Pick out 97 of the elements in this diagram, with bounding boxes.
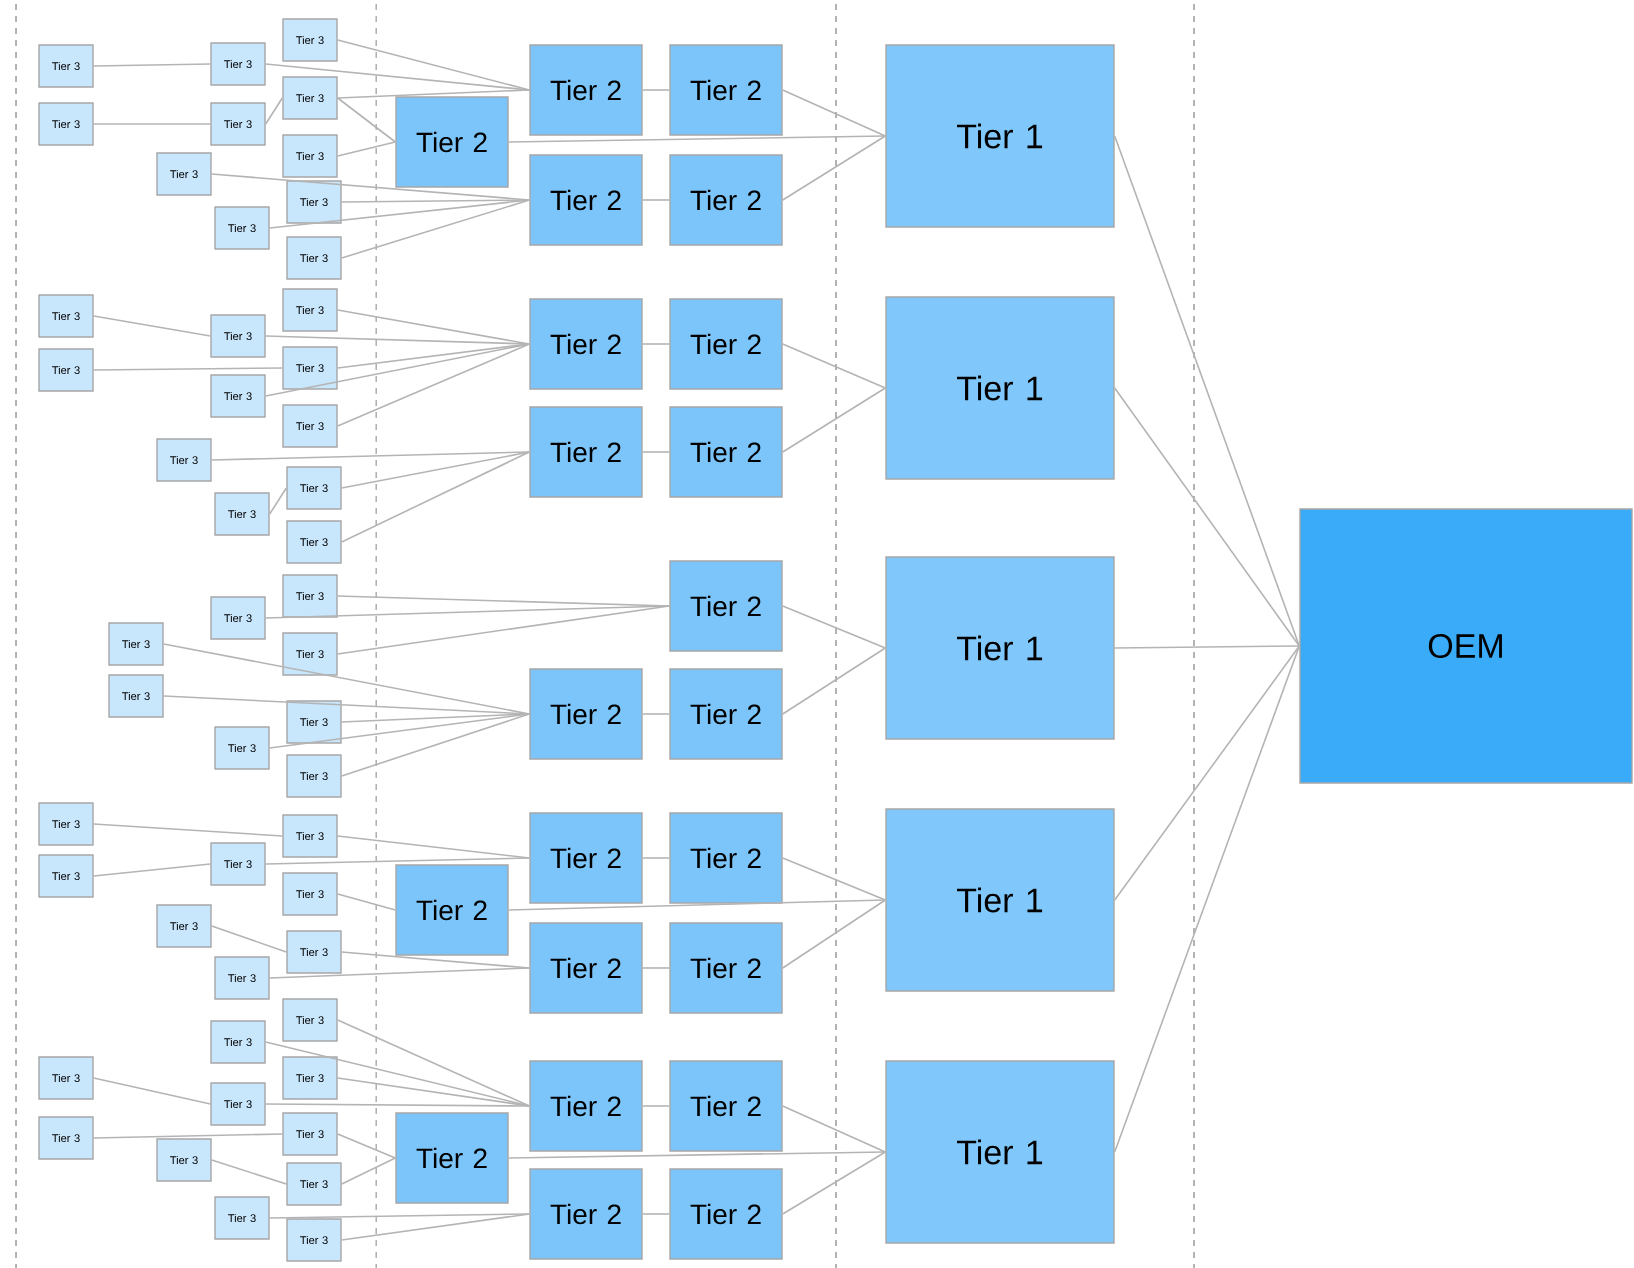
tier2-box: Tier 2 [395, 96, 509, 188]
connector-line [340, 451, 531, 489]
tier1-box: Tier 1 [885, 44, 1115, 228]
connector-line [264, 1103, 531, 1107]
tier2-box: Tier 2 [669, 1060, 783, 1152]
tier2-box: Tier 2 [395, 1112, 509, 1204]
tier2-box: Tier 2 [529, 922, 643, 1014]
connector-line [264, 335, 531, 345]
connector-line [336, 97, 397, 143]
connector-line [340, 199, 531, 259]
tier2-box: Tier 2 [669, 668, 783, 760]
connector-line [340, 1213, 531, 1241]
connector-line [264, 343, 531, 397]
connector-line [641, 1213, 671, 1215]
connector-line [781, 647, 887, 715]
connector-line [781, 899, 887, 969]
connector-line [92, 315, 212, 337]
connector-line [268, 487, 288, 515]
connector-line [781, 1151, 887, 1215]
connector-line [1113, 387, 1301, 647]
connector-line [641, 713, 671, 715]
tier2-box: Tier 2 [529, 154, 643, 246]
tier1-box: Tier 1 [885, 808, 1115, 992]
connector-line [210, 925, 288, 953]
tier1-box: Tier 1 [885, 1060, 1115, 1244]
connector-line [1113, 645, 1301, 649]
tier2-box: Tier 2 [669, 298, 783, 390]
oem-box: OEM [1299, 508, 1633, 784]
connector-line [340, 713, 531, 723]
tier2-box: Tier 2 [529, 406, 643, 498]
tier2-box: Tier 2 [669, 44, 783, 136]
connector-line [1113, 645, 1301, 901]
tier2-box: Tier 2 [669, 560, 783, 652]
connector-line [641, 451, 671, 453]
connector-line [92, 863, 212, 877]
connector-line [340, 451, 531, 543]
connector-line [92, 1077, 212, 1105]
connector-line [336, 1077, 531, 1107]
connector-line [336, 309, 531, 345]
connector-line [641, 343, 671, 345]
connector-line [641, 1105, 671, 1107]
tier2-box: Tier 2 [529, 44, 643, 136]
connector-line [781, 135, 887, 201]
tier2-box: Tier 2 [529, 1060, 643, 1152]
tier2-box: Tier 2 [669, 406, 783, 498]
tier2-box: Tier 2 [669, 812, 783, 904]
connector-line [781, 605, 887, 649]
connector-line [340, 199, 531, 203]
connector-line [336, 1019, 531, 1107]
connector-line [336, 89, 531, 99]
tier2-box: Tier 2 [529, 1168, 643, 1260]
connector-line [340, 1157, 397, 1185]
connector-line [162, 643, 531, 715]
connector-line [336, 605, 671, 655]
tier2-box: Tier 2 [669, 922, 783, 1014]
connector-line [340, 713, 531, 777]
connector-line [268, 967, 531, 979]
connector-line [781, 343, 887, 389]
connector-line [336, 1133, 397, 1159]
tier2-box: Tier 2 [669, 1168, 783, 1260]
tier2-box: Tier 2 [529, 668, 643, 760]
connector-line [336, 141, 397, 157]
connector-line [92, 367, 284, 371]
connector-line [92, 823, 284, 837]
connector-line [268, 1213, 531, 1219]
connector-line [264, 97, 284, 125]
connector-line [507, 135, 887, 143]
connector-line [641, 857, 671, 859]
connector-line [507, 899, 887, 911]
connector-line [781, 1105, 887, 1153]
tier2-box: Tier 2 [395, 864, 509, 956]
tier2-box: Tier 2 [529, 812, 643, 904]
connector-line [336, 343, 531, 427]
tier1-box: Tier 1 [885, 556, 1115, 740]
connector-line [781, 89, 887, 137]
connector-line [336, 893, 397, 911]
connector-line [1113, 135, 1301, 647]
tier2-box: Tier 2 [529, 298, 643, 390]
connector-line [264, 857, 531, 865]
connector-line [264, 1041, 531, 1107]
connector-line [641, 89, 671, 91]
connector-line [336, 39, 531, 91]
connector-line [268, 199, 531, 229]
tier2-box: Tier 2 [669, 154, 783, 246]
connector-line [781, 387, 887, 453]
connector-line [210, 1159, 288, 1185]
connector-line [264, 605, 671, 619]
connector-line [92, 123, 212, 125]
connector-line [641, 967, 671, 969]
connector-line [781, 857, 887, 901]
connector-line [1113, 645, 1301, 1153]
connector-line [92, 63, 212, 67]
connector-line [92, 1133, 284, 1139]
connector-line [507, 1151, 887, 1159]
connector-line [210, 451, 531, 461]
connector-line [641, 199, 671, 201]
tier1-box: Tier 1 [885, 296, 1115, 480]
